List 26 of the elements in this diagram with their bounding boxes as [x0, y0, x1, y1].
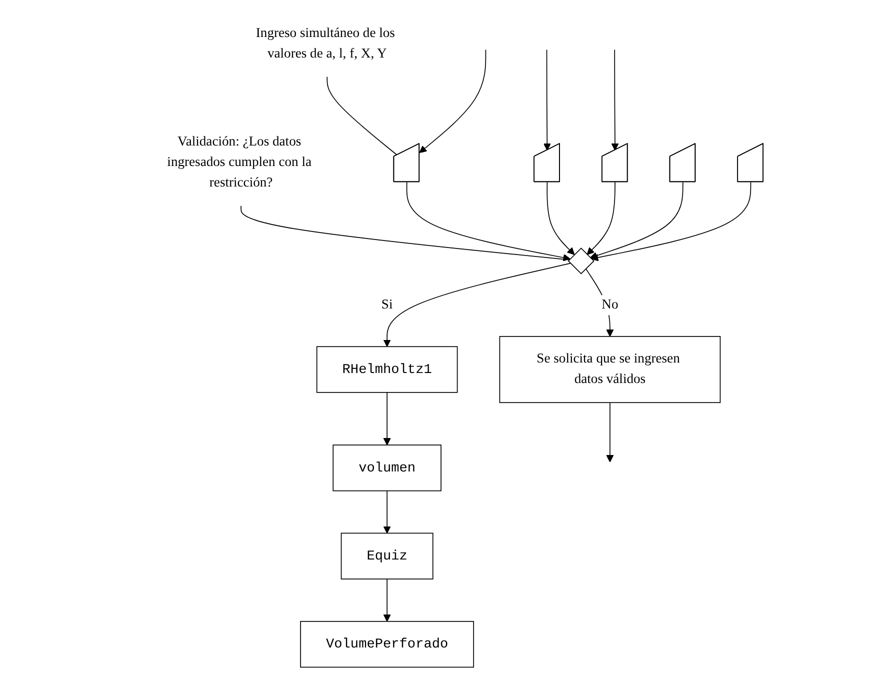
arrow: [418, 48, 486, 153]
arrow: [406, 181, 570, 261]
node-box: VolumePerforado: [300, 620, 474, 668]
arrow: [382, 392, 390, 445]
arrow: [590, 181, 751, 261]
arrow: [606, 402, 614, 462]
connector: [240, 204, 570, 260]
arrow: [382, 490, 390, 534]
connector: [326, 76, 398, 156]
arrow: [586, 181, 616, 254]
arrow: [382, 262, 570, 346]
node-text: Validación: ¿Los datos ingresados cumplen con la restricción?: [166, 134, 312, 190]
arrow: [610, 48, 618, 150]
arrow: [543, 48, 550, 150]
node-text: Ingreso simultáneo de los valores de a, l, f, X, Y: [255, 26, 395, 60]
node-box: Se solicita que se ingresen datos válidos: [498, 336, 720, 403]
node-box: volumen: [332, 444, 442, 491]
node-diamond: [567, 247, 594, 274]
node-box: Equiz: [340, 532, 433, 579]
arrow: [382, 578, 390, 622]
arrow: [584, 268, 614, 336]
node-box: RHelmholtz1: [316, 346, 458, 392]
edge-label: Si: [380, 296, 392, 312]
arrow: [546, 181, 574, 254]
edge-label: No: [601, 296, 618, 312]
arrow: [589, 181, 683, 259]
